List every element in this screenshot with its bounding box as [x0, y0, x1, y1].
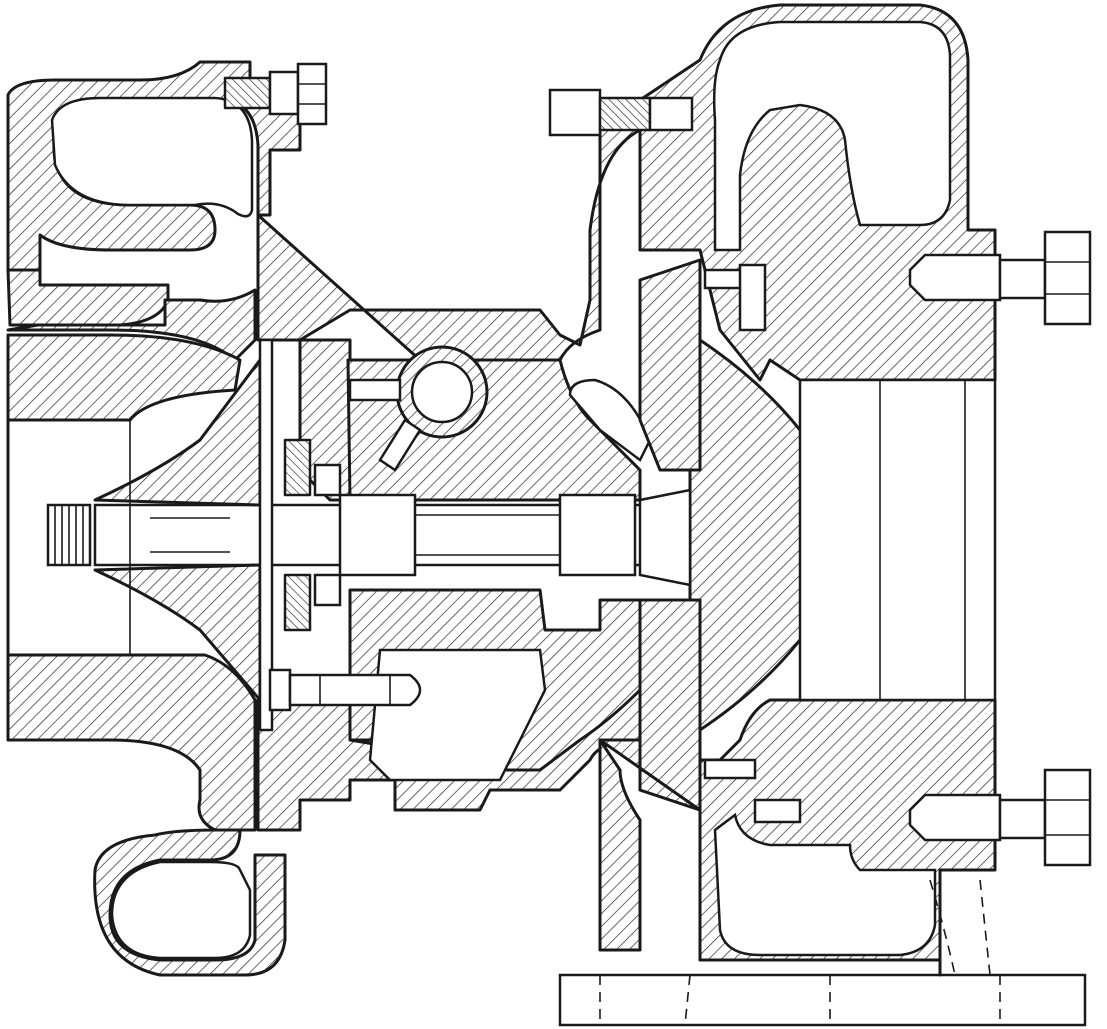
compressor-outlet-border [6, 418, 132, 657]
turbine-housing-lower [598, 698, 997, 962]
turbine-outlet-section [798, 378, 997, 702]
turbine-heat-shield [638, 258, 702, 812]
turbine-housing-upper [598, 3, 997, 382]
turbine-shaft [93, 493, 657, 577]
bolt-heat-shield-upper [703, 263, 767, 332]
compressor-wheel [93, 338, 274, 732]
mounting-foot [558, 868, 1087, 1027]
shaft-nut [46, 503, 92, 567]
compressor-housing-lower [6, 653, 287, 977]
oil-inlet-port [348, 345, 489, 472]
bolt-turbine-upper [908, 230, 1092, 326]
compressor-housing-upper [6, 60, 302, 362]
bolt-heat-shield-lower [703, 758, 802, 824]
bolt-bearing-to-turbine-upper [548, 88, 694, 137]
bolt-turbine-lower [908, 768, 1092, 867]
compressor-housing-outlet-upper [6, 333, 242, 422]
bolt-bearing-housing [268, 668, 422, 712]
thrust-bearing [283, 438, 342, 632]
bolt-compressor-upper [223, 62, 328, 126]
